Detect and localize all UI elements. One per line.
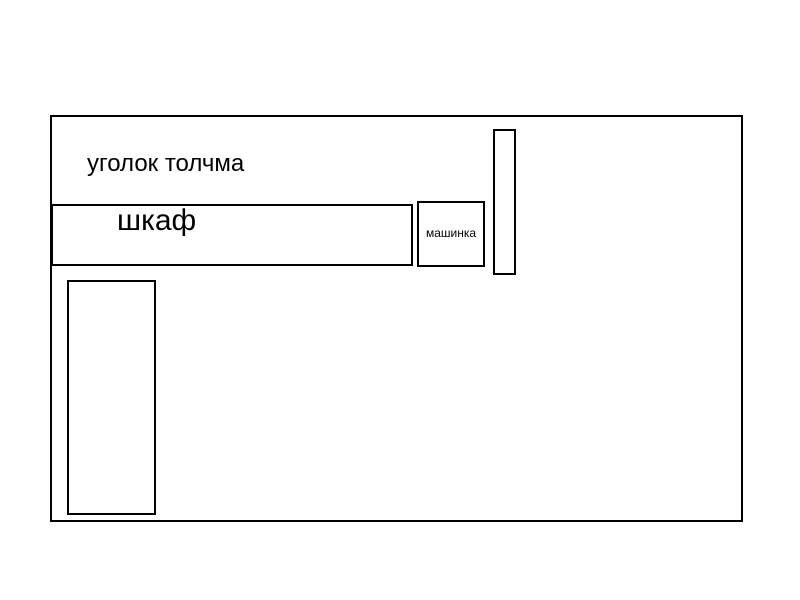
washing-machine-label: машинка	[425, 226, 477, 240]
room-label: уголок толчма	[87, 150, 245, 177]
cabinet-box	[51, 204, 413, 266]
room-outline	[50, 115, 743, 522]
cabinet-label: шкаф	[117, 204, 197, 237]
washing-machine-box	[417, 201, 485, 267]
tall-box	[67, 280, 156, 515]
narrow-panel-box	[493, 129, 516, 275]
